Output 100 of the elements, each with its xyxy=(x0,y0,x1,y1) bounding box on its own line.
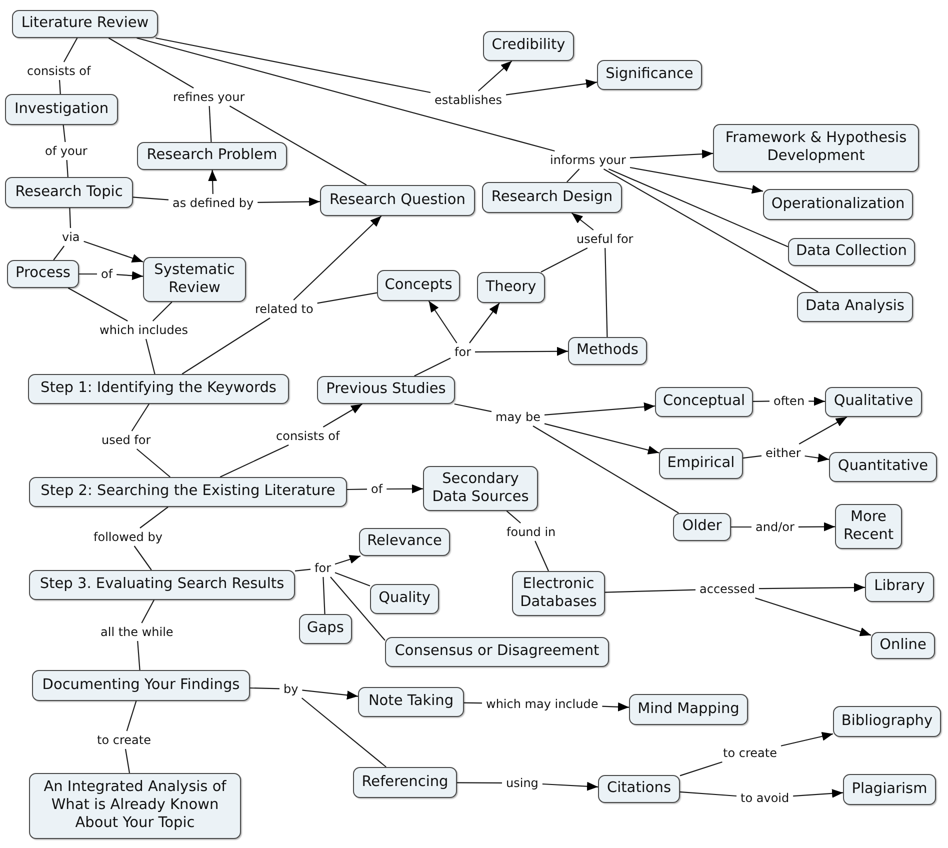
arrow xyxy=(630,150,714,158)
linking-phrase: establishes xyxy=(432,93,504,107)
connector-line xyxy=(414,358,451,376)
arrow xyxy=(258,197,320,206)
linking-phrase: of xyxy=(99,267,115,281)
arrow xyxy=(322,404,362,428)
connector-line xyxy=(330,576,386,641)
linking-phrase: all the while xyxy=(98,625,176,639)
linking-phrase: used for xyxy=(100,433,153,447)
concept-box: Concepts xyxy=(377,270,460,301)
arrow xyxy=(804,453,830,462)
concept-box: Relevance xyxy=(359,528,450,556)
connector-line xyxy=(294,568,311,572)
concept-box: Secondary Data Sources xyxy=(423,466,538,511)
connector-line xyxy=(603,168,818,292)
concept-box: Bibliography xyxy=(833,706,941,737)
concept-box: Step 3. Evaluating Search Results xyxy=(29,570,295,600)
concept-box: Operationalization xyxy=(763,189,913,220)
arrow xyxy=(475,346,568,356)
connector-line xyxy=(68,288,128,322)
linking-phrase: useful for xyxy=(574,232,636,246)
connector-line xyxy=(457,782,502,784)
connector-line xyxy=(317,292,378,304)
linking-phrase: for xyxy=(312,561,333,575)
concept-box: Consensus or Disagreement xyxy=(385,637,609,667)
arrow xyxy=(808,396,825,406)
concept-box: Referencing xyxy=(353,767,457,798)
arrow xyxy=(798,416,848,444)
connector-line xyxy=(731,526,752,528)
arrow xyxy=(506,79,598,96)
connector-line xyxy=(532,426,679,514)
concept-box: Credibility xyxy=(483,31,574,61)
concept-box: Research Problem xyxy=(137,142,287,170)
concept-box: Electronic Databases xyxy=(512,571,605,616)
connector-line xyxy=(534,540,549,572)
connector-line xyxy=(182,318,270,374)
arrow xyxy=(293,216,382,300)
connector-line xyxy=(250,687,280,690)
connector-line xyxy=(566,168,580,182)
concept-box: Qualitative xyxy=(825,387,922,417)
connector-line xyxy=(506,510,521,524)
arrow xyxy=(755,597,872,636)
concept-box: Note Taking xyxy=(358,687,464,717)
linking-phrase: for xyxy=(452,345,473,359)
concept-box: Empirical xyxy=(659,448,743,479)
connector-line xyxy=(53,246,65,260)
connector-line xyxy=(742,455,762,459)
arrow xyxy=(469,302,500,344)
linking-phrase: as defined by xyxy=(170,196,256,210)
connector-line xyxy=(464,702,482,704)
linking-phrase: via xyxy=(60,230,82,244)
arrow xyxy=(602,702,630,712)
linking-phrase: may be xyxy=(494,410,542,424)
concept-box: Process xyxy=(7,260,79,288)
connector-line xyxy=(220,444,289,478)
linking-phrase: consists of xyxy=(274,429,342,443)
linking-phrase: to avoid xyxy=(738,791,792,805)
linking-phrase: often xyxy=(772,394,807,408)
connector-line xyxy=(66,160,68,178)
connector-line xyxy=(753,400,770,402)
connector-line xyxy=(58,80,61,94)
arrow xyxy=(630,166,764,194)
linking-phrase: which includes xyxy=(98,323,190,337)
arrow xyxy=(758,583,865,592)
linking-phrase: to create xyxy=(721,746,779,760)
concept-box: Significance xyxy=(597,60,702,90)
connector-line xyxy=(208,106,212,142)
arrow xyxy=(84,240,144,262)
connector-line xyxy=(141,600,154,624)
arrow xyxy=(334,555,361,565)
linking-phrase: and/or xyxy=(754,520,796,534)
arrow xyxy=(208,170,218,194)
connector-line xyxy=(132,196,169,200)
connector-line xyxy=(62,124,66,142)
concept-box: More Recent xyxy=(835,504,902,549)
concept-box: Step 2: Searching the Existing Literature xyxy=(29,477,347,507)
concept-box: Quantitative xyxy=(829,452,937,482)
concept-box: Quality xyxy=(370,584,439,614)
arrow xyxy=(544,423,660,454)
concept-box: Systematic Review xyxy=(143,257,246,302)
concept-box: Previous Studies xyxy=(317,376,455,404)
concept-box: Conceptual xyxy=(655,387,753,417)
connector-line xyxy=(63,38,78,62)
arrow xyxy=(780,732,834,746)
concept-box: Plagiarism xyxy=(843,774,936,805)
connector-line xyxy=(680,761,722,776)
connector-line xyxy=(301,698,386,768)
arrow xyxy=(542,782,598,791)
linking-phrase: of your xyxy=(43,144,90,158)
linking-phrase: by xyxy=(282,682,300,696)
connector-line xyxy=(680,791,737,797)
arrow xyxy=(302,690,358,700)
arrow xyxy=(386,484,423,494)
concept-box: Data Collection xyxy=(788,238,915,266)
connector-line xyxy=(604,589,696,593)
connector-line xyxy=(454,403,492,412)
concept-box: Data Analysis xyxy=(797,292,913,322)
connector-line xyxy=(134,546,152,570)
concept-box: Online xyxy=(871,632,935,659)
concept-box: Documenting Your Findings xyxy=(32,670,250,701)
